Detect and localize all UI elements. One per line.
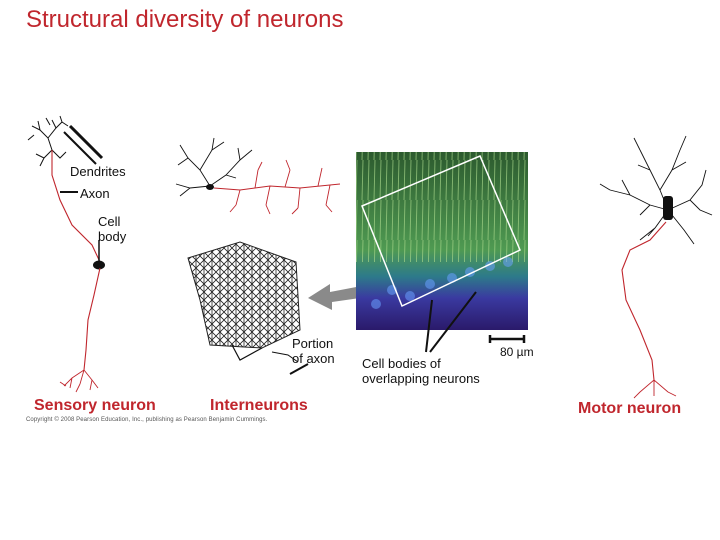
- label-portion-line1: Portion: [292, 336, 334, 351]
- copyright-notice: Copyright © 2008 Pearson Education, Inc.…: [26, 417, 268, 423]
- label-cell-bodies: Cell bodies of overlapping neurons: [362, 356, 480, 386]
- caption-motor-neuron: Motor neuron: [578, 400, 682, 417]
- caption-interneurons: Interneurons: [210, 397, 308, 414]
- sensory-neuron: [27, 115, 105, 393]
- label-cell-body-line1: Cell: [98, 214, 121, 229]
- interneuron-upper: [175, 137, 341, 215]
- label-axon: Axon: [80, 186, 110, 201]
- label-portion-line2: of axon: [292, 351, 335, 366]
- sensory-pointer-lines: [60, 124, 104, 262]
- interneuron-mesh: [187, 241, 309, 375]
- slide-title: Structural diversity of neurons: [26, 6, 344, 33]
- label-cell-body-line2: body: [98, 229, 127, 244]
- label-cell-body: Cell body: [98, 214, 126, 244]
- scale-bar-label: 80 µm: [500, 345, 534, 359]
- motor-neuron: [599, 135, 713, 399]
- label-cell-bodies-line1: Cell bodies of: [362, 356, 441, 371]
- caption-sensory-neuron: Sensory neuron: [34, 397, 156, 414]
- micrograph: [356, 152, 528, 353]
- label-portion-of-axon: Portion of axon: [292, 336, 335, 366]
- label-cell-bodies-line2: overlapping neurons: [362, 371, 480, 386]
- label-dendrites: Dendrites: [70, 164, 126, 179]
